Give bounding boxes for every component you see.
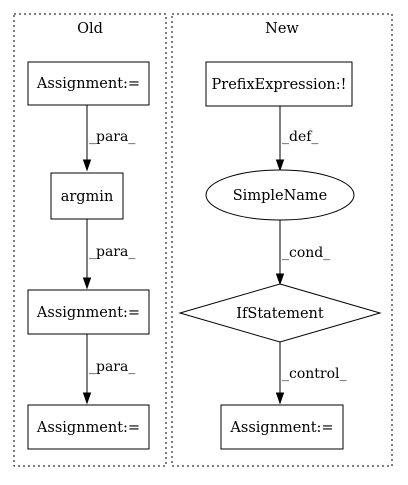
cluster-new-frame: [171, 13, 393, 467]
node-label: argmin: [61, 189, 114, 205]
node-label: Assignment:=: [229, 420, 333, 436]
cluster-old-frame: [13, 13, 167, 467]
edge-label: _para_: [89, 129, 135, 145]
cluster-old: Old: [13, 13, 167, 467]
node-assignment: Assignment:=: [27, 289, 150, 335]
cluster-new-label: New: [265, 21, 299, 37]
edge-old-assign2-to-assign3: _para_: [82, 334, 135, 405]
edge-label: _control_: [282, 366, 347, 382]
node-label: SimpleName: [233, 188, 327, 204]
edge-label: _para_: [89, 244, 135, 260]
node-prefix-expression: PrefixExpression:!: [205, 61, 353, 107]
node-if-statement: IfStatement: [178, 283, 382, 343]
edge-new-prefix-to-simplename: _def_: [275, 106, 318, 172]
edge-new-ifstatement-to-assign: _control_: [275, 342, 347, 405]
node-label: Assignment:=: [36, 305, 140, 321]
node-label: IfStatement: [236, 306, 324, 322]
edge-label: _def_: [282, 129, 318, 145]
cluster-new: New: [171, 13, 393, 467]
node-label: Assignment:=: [36, 420, 140, 436]
node-label: PrefixExpression:!: [212, 77, 347, 93]
edge-old-argmin-to-assign2: _para_: [82, 219, 135, 290]
node-assignment: Assignment:=: [27, 404, 150, 450]
node-argmin: argmin: [50, 172, 124, 220]
node-assignment: Assignment:=: [220, 404, 344, 450]
node-assignment: Assignment:=: [27, 61, 150, 106]
node-label: Assignment:=: [36, 76, 140, 92]
cluster-old-label: Old: [77, 21, 103, 37]
node-simple-name: SimpleName: [205, 169, 355, 221]
edge-old-assign1-to-argmin: _para_: [82, 105, 135, 172]
edge-label: _cond_: [282, 245, 330, 261]
edge-new-simplename-to-ifstatement: _cond_: [275, 219, 330, 286]
edge-label: _para_: [89, 359, 135, 375]
